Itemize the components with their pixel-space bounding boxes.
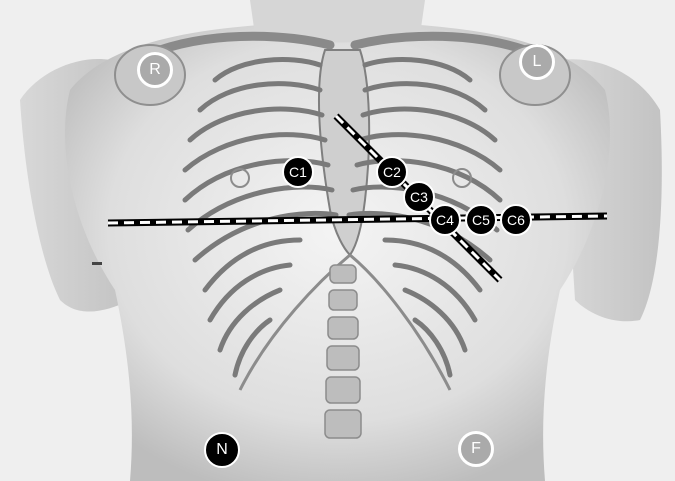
electrode-f: F xyxy=(458,431,494,467)
electrode-c4: C4 xyxy=(429,204,461,236)
electrode-c1: C1 xyxy=(282,156,314,188)
spine xyxy=(325,265,361,438)
electrode-c6: C6 xyxy=(500,204,532,236)
electrode-n: N xyxy=(204,432,240,468)
electrode-l: L xyxy=(519,44,555,80)
electrode-c3: C3 xyxy=(403,181,435,213)
electrode-c2: C2 xyxy=(376,156,408,188)
electrode-c5: C5 xyxy=(465,204,497,236)
electrode-r: R xyxy=(137,52,173,88)
arm-mark xyxy=(92,262,102,265)
